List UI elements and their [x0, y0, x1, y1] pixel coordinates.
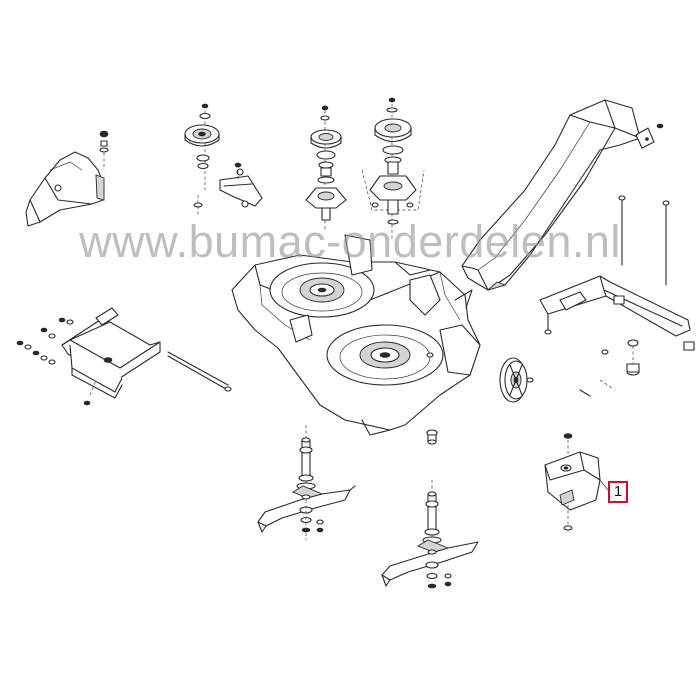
part-1-highlighted: [544, 433, 609, 531]
idler-pulley: [184, 103, 220, 190]
mower-deck: [231, 234, 481, 436]
discharge-chute: [461, 99, 641, 291]
deck-wheel: [499, 357, 534, 403]
spindle-assembly-center: [305, 105, 347, 230]
part-callout-1[interactable]: 1: [608, 481, 628, 503]
deck-drain-bolt: [426, 429, 438, 445]
tension-arm-bracket: [193, 162, 263, 215]
front-hanger-bracket: [16, 307, 161, 406]
belt-cover-left: [25, 151, 105, 227]
blade-assembly-right: [381, 480, 479, 589]
bolt-stack-top-left: [99, 130, 109, 170]
deck-lift-rod: [167, 351, 232, 392]
spindle-assembly-right: [361, 97, 425, 240]
chute-hinge-frame: [539, 195, 695, 397]
blade-assembly-left: [257, 425, 356, 540]
chute-clip: [635, 123, 664, 149]
